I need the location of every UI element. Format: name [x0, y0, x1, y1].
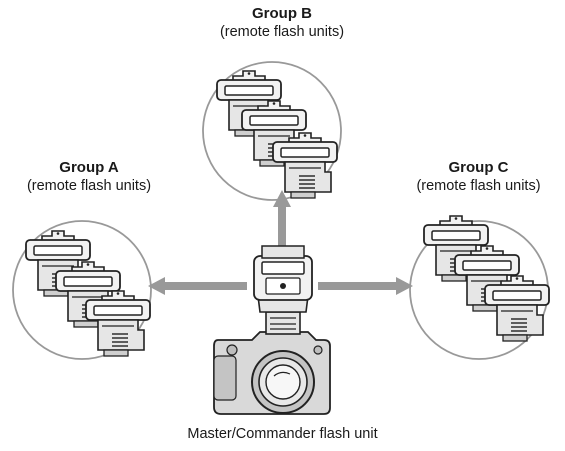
group-b-speedlights — [216, 70, 338, 199]
group-a-speedlights — [25, 230, 151, 357]
group-c-speedlights — [423, 215, 550, 342]
group-c-name: Group C — [448, 159, 509, 176]
group-b-label: Group B (remote flash units) — [202, 5, 362, 42]
flash-head-icon — [253, 245, 313, 335]
group-b-subtitle: (remote flash units) — [219, 24, 345, 40]
group-c-label: Group C (remote flash units) — [392, 159, 565, 196]
group-a-name: Group A — [59, 159, 119, 176]
group-a-label: Group A (remote flash units) — [0, 159, 178, 196]
group-c-subtitle: (remote flash units) — [416, 178, 541, 194]
group-b-name: Group B — [252, 5, 312, 22]
signal-arrows — [148, 190, 413, 295]
group-b-circle — [202, 61, 342, 201]
group-a-circle — [12, 220, 152, 360]
master-flash-label: Master/Commander flash unit — [187, 426, 378, 442]
group-a-subtitle: (remote flash units) — [26, 178, 152, 194]
dslr-camera-icon — [213, 331, 331, 415]
